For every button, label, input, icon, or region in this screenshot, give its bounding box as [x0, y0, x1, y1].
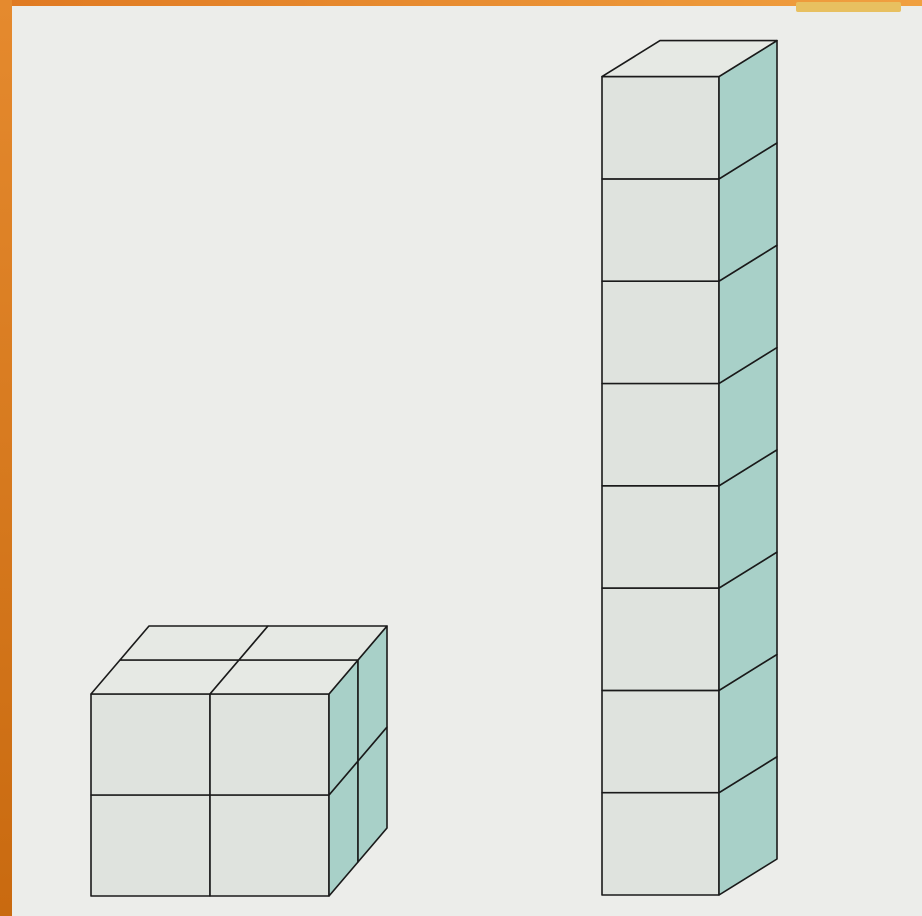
tower-front-face [602, 179, 719, 281]
tower-front-face [602, 588, 719, 690]
tower-front-face [602, 793, 719, 895]
cube-front-face [210, 694, 329, 795]
tower-front-face [602, 281, 719, 383]
tower-front-face [602, 486, 719, 588]
tower-front-face [602, 384, 719, 486]
tower-solid-1x1x8 [602, 41, 777, 895]
tower-front-face [602, 77, 719, 179]
cube-front-face [91, 694, 210, 795]
cube-front-face [210, 795, 329, 896]
cube-solid-2x2x2 [91, 626, 387, 896]
tower-front-face [602, 690, 719, 792]
cube-front-face [91, 795, 210, 896]
